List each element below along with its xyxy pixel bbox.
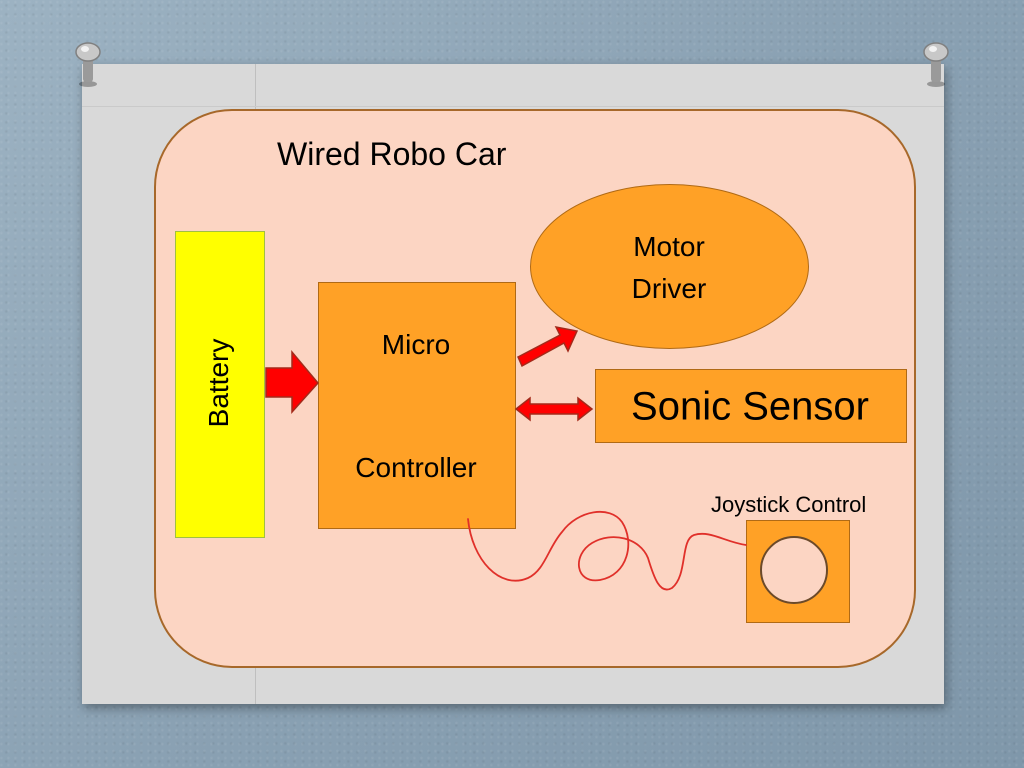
pushpin-icon (75, 42, 101, 87)
micro-sonic-double-arrow (514, 396, 594, 422)
motor-driver-ellipse (530, 184, 809, 349)
joystick-label: Joystick Control (711, 492, 867, 517)
paper-fold-line-horizontal (82, 106, 944, 107)
diagram-title: Wired Robo Car (277, 136, 507, 172)
joystick-wire (467, 511, 747, 591)
battery-to-micro-arrow (265, 349, 319, 414)
joystick-knob-icon (760, 536, 828, 604)
battery-block (175, 231, 265, 538)
motor-driver-label-line1: Motor (633, 231, 705, 262)
pushpin-icon (923, 42, 949, 87)
sonic-sensor-block (595, 369, 907, 443)
motor-driver-label-line2: Driver (631, 273, 707, 304)
microcontroller-label-line2: Controller (355, 452, 477, 483)
microcontroller-block (318, 282, 516, 529)
microcontroller-label-line1: Micro (381, 329, 451, 360)
sonic-sensor-label: Sonic Sensor (631, 384, 869, 429)
micro-to-motor-arrow (517, 325, 579, 368)
